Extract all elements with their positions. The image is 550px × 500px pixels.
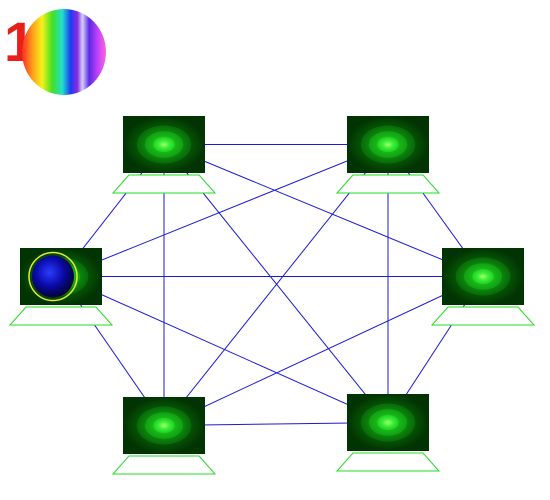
laptop-base xyxy=(111,174,217,194)
laptop-screen xyxy=(442,248,524,305)
rainbow-disc-icon[interactable] xyxy=(22,9,106,95)
edge-top-left-mid-right xyxy=(163,144,484,277)
laptop-base xyxy=(335,452,441,472)
laptop-bottom-right[interactable] xyxy=(335,394,441,472)
laptop-base xyxy=(430,306,536,326)
edge-mid-right-bottom-left xyxy=(163,276,484,426)
laptop-base xyxy=(8,306,114,326)
laptop-mid-left[interactable] xyxy=(8,248,114,326)
laptop-base xyxy=(335,174,441,194)
laptop-screen xyxy=(123,116,205,173)
edge-mid-left-top-right xyxy=(60,144,389,277)
laptop-mid-right[interactable] xyxy=(430,248,536,326)
laptop-screen xyxy=(347,116,429,173)
laptop-bottom-left[interactable] xyxy=(111,397,217,475)
laptop-screen xyxy=(347,394,429,451)
nodes-group xyxy=(8,116,536,475)
laptop-top-right[interactable] xyxy=(335,116,441,194)
blue-sphere-icon xyxy=(32,255,74,298)
selection-ring-icon xyxy=(28,251,78,302)
laptop-screen xyxy=(123,397,205,454)
laptop-top-left[interactable] xyxy=(111,116,217,194)
laptop-base xyxy=(111,455,217,475)
